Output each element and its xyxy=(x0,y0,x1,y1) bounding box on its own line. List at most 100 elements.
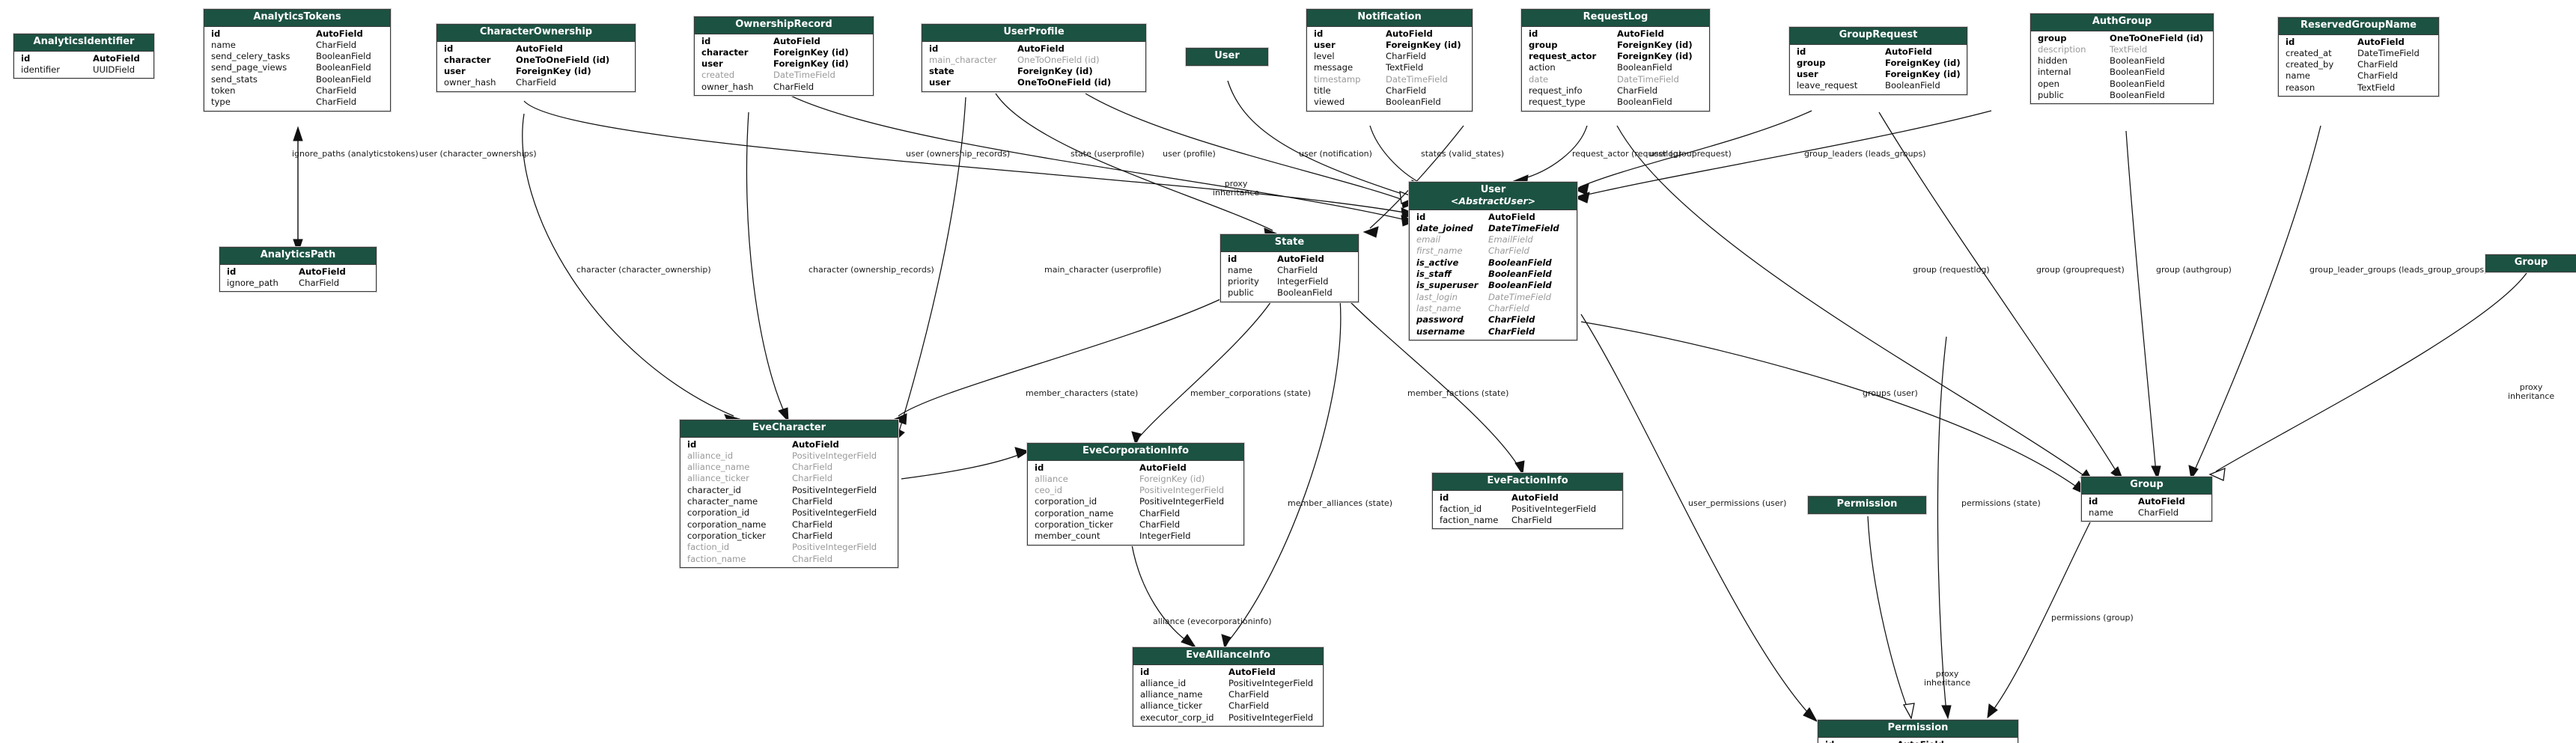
field-name: message xyxy=(1314,62,1354,73)
edge-label-state-userprofile: state (userprofile) xyxy=(1071,149,1145,159)
edge-group-requestlog xyxy=(1616,125,2089,480)
field-type: ForeignKey (id) xyxy=(773,46,849,58)
field-name: corporation_id xyxy=(687,507,750,519)
field-type: CharField xyxy=(1386,85,1427,97)
field-type: AutoField xyxy=(1139,462,1187,473)
field-type: PositiveIntegerField xyxy=(1511,503,1597,514)
edge-label-member-characters-state: member_characters (state) xyxy=(1026,388,1139,398)
edge-label-proxy-inheritance-permission: proxy inheritance xyxy=(1924,669,1971,688)
edge-label-user-notification: user (notification) xyxy=(1299,149,1372,159)
field-name: name xyxy=(211,39,236,50)
field-name: id xyxy=(1416,211,1426,222)
field-type: OneToOneField (id) xyxy=(2110,32,2204,43)
entity-title-analytics_path: AnalyticsPath xyxy=(220,248,376,265)
field-name: user xyxy=(444,66,466,77)
edge-label-permissions-state: permissions (state) xyxy=(1961,498,2041,508)
entity-permission[interactable]: PermissionidAutoFieldcontent_typeForeign… xyxy=(1818,720,2018,743)
field-name: title xyxy=(1314,85,1331,97)
entity-group_proxy[interactable]: Group xyxy=(2485,254,2576,272)
field-type: ForeignKey (id) xyxy=(1139,473,1205,484)
field-type: PositiveIntegerField xyxy=(792,450,877,461)
edge-proxy-inheritance-permission xyxy=(1867,516,1910,713)
field-name: is_staff xyxy=(1416,269,1452,280)
field-type: BooleanField xyxy=(2110,55,2165,67)
entity-user_plain[interactable]: User xyxy=(1186,48,1268,66)
entity-title-eve_character: EveCharacter xyxy=(680,421,898,438)
field-name: email xyxy=(1416,234,1440,245)
field-type: IntegerField xyxy=(1277,276,1329,287)
arrowhead-ignore-paths xyxy=(293,126,303,141)
field-name: send_celery_tasks xyxy=(211,51,290,62)
field-name: character xyxy=(444,54,491,65)
field-type: OneToOneField (id) xyxy=(516,54,610,65)
field-type: CharField xyxy=(1488,245,1529,257)
field-name: member_count xyxy=(1035,531,1100,542)
field-type: CharField xyxy=(1277,264,1318,275)
field-name: reason xyxy=(2286,82,2315,93)
field-name: user xyxy=(1797,69,1818,80)
edge-member-corporations-state xyxy=(1137,299,1273,439)
field-name: type xyxy=(211,97,231,108)
field-type: AutoField xyxy=(1897,739,2011,743)
entity-title-user_profile: UserProfile xyxy=(922,25,1145,42)
entity-title-auth_group: AuthGroup xyxy=(2031,14,2213,31)
field-type: CharField xyxy=(792,496,833,507)
field-type: CharField xyxy=(316,85,357,97)
field-name: id xyxy=(701,35,711,46)
field-type: AutoField xyxy=(1386,28,1433,39)
edge-character-corp xyxy=(901,453,1023,480)
field-name: state xyxy=(929,66,954,77)
edge-permissions-state xyxy=(1937,336,1947,713)
field-type: BooleanField xyxy=(316,51,371,62)
field-name: owner_hash xyxy=(701,81,754,92)
field-name: id xyxy=(1440,492,1449,503)
entity-permission_proxy[interactable]: Permission xyxy=(1808,496,1926,514)
field-type: PositiveIntegerField xyxy=(1139,496,1225,507)
field-name: public xyxy=(1228,287,1254,299)
field-type: CharField xyxy=(792,462,833,473)
